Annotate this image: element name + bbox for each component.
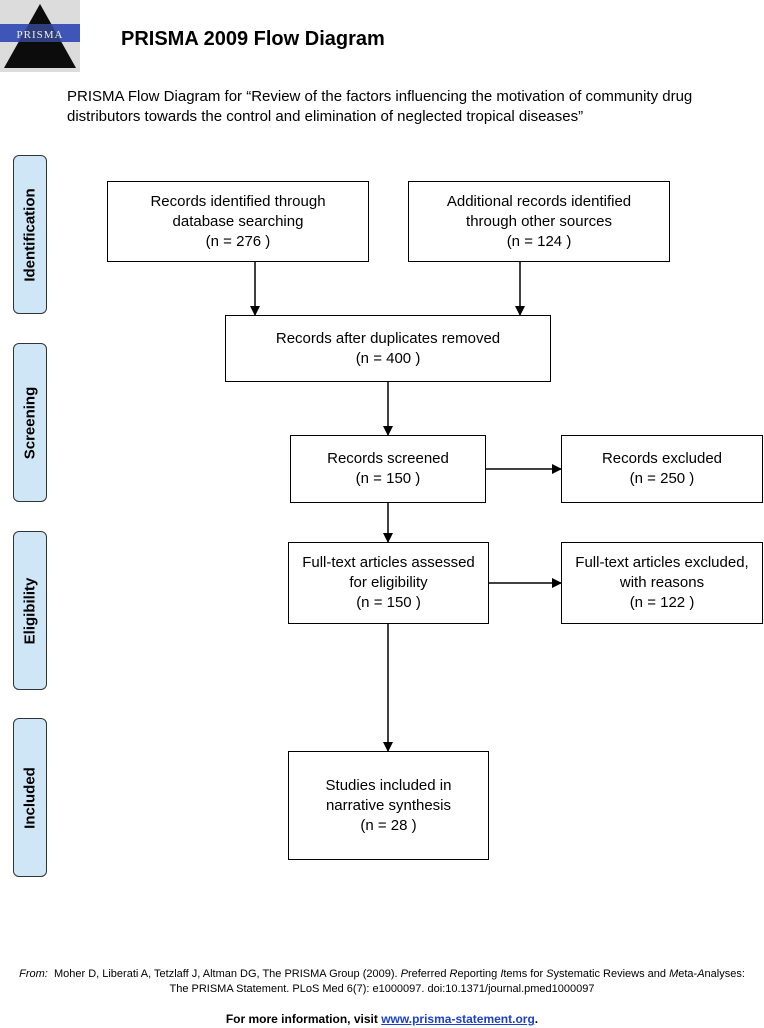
box-studies-included-line2: narrative synthesis (325, 796, 452, 814)
box-records-excluded-line1: Records excluded (601, 450, 723, 467)
box-other-sources-line2: through other sources (466, 212, 612, 230)
citation-r: R (449, 968, 458, 980)
box-database-search-line2: database searching (172, 212, 304, 230)
page-title: PRISMA 2009 Flow Diagram (121, 28, 385, 50)
box-fulltext-excluded-count: (n = 122 ) (629, 594, 695, 611)
citation-text: tems for (503, 968, 547, 980)
diagram-subtitle: PRISMA Flow Diagram for “Review of the f… (67, 88, 693, 125)
box-fulltext-excluded-line1: Full-text articles excluded, (575, 554, 749, 571)
box-records-screened: Records screened (n = 150 ) (290, 435, 486, 503)
box-fulltext-assessed-line1: Full-text articles assessed (302, 554, 475, 571)
box-database-search-line1: Records identified through (150, 192, 326, 210)
box-records-screened-line1: Records screened (327, 450, 449, 467)
citation: From: Moher D, Liberati A, Tetzlaff J, A… (10, 967, 754, 997)
prisma-logo: PRISMA (0, 0, 80, 72)
citation-a: A (697, 968, 705, 980)
citation-m: M (669, 968, 679, 980)
footer-suffix: . (534, 1012, 539, 1026)
citation-text: eta- (678, 968, 698, 980)
box-fulltext-assessed: Full-text articles assessed for eligibil… (288, 542, 489, 624)
box-database-search: Records identified through database sear… (107, 181, 369, 262)
box-records-excluded: Records excluded (n = 250 ) (561, 435, 763, 503)
stage-eligibility: Eligibility (13, 531, 47, 690)
box-studies-included-line1: Studies included in (325, 776, 452, 794)
box-fulltext-excluded-line2: with reasons (619, 574, 705, 591)
stage-included: Included (13, 718, 47, 877)
box-records-excluded-count: (n = 250 ) (629, 470, 695, 487)
box-fulltext-assessed-line2: for eligibility (349, 574, 428, 591)
box-records-screened-count: (n = 150 ) (355, 470, 421, 487)
box-database-search-count: (n = 276 ) (205, 232, 271, 250)
box-studies-included-count: (n = 28 ) (360, 816, 417, 834)
citation-p: P (400, 968, 408, 980)
box-fulltext-excluded: Full-text articles excluded, with reason… (561, 542, 763, 624)
citation-text: eporting (457, 968, 501, 980)
citation-i: I (500, 968, 504, 980)
footer: For more information, visit www.prisma-s… (0, 1012, 764, 1026)
prisma-website-link[interactable]: www.prisma-statement.org (381, 1012, 535, 1026)
svg-text:PRISMA: PRISMA (17, 29, 64, 41)
box-other-sources-count: (n = 124 ) (506, 232, 572, 250)
citation-text: nalyses: The PRISMA Statement. PLoS Med … (169, 968, 745, 995)
box-studies-included: Studies included in narrative synthesis … (288, 751, 489, 860)
footer-prefix: For more information, visit (225, 1012, 382, 1026)
citation-from-label: From: (19, 968, 48, 980)
stage-identification: Identification (13, 155, 47, 314)
citation-authors: Moher D, Liberati A, Tetzlaff J, Altman … (53, 968, 398, 980)
box-other-sources: Additional records identified through ot… (408, 181, 670, 262)
citation-s: S (546, 968, 554, 980)
citation-text: referred (407, 968, 450, 980)
box-after-duplicates-line1: Records after duplicates removed (275, 329, 501, 347)
box-after-duplicates: Records after duplicates removed (n = 40… (225, 315, 551, 382)
citation-text: ystematic Reviews and (553, 968, 670, 980)
box-other-sources-line1: Additional records identified (446, 192, 632, 210)
stage-screening: Screening (13, 343, 47, 502)
box-fulltext-assessed-count: (n = 150 ) (356, 594, 421, 611)
box-after-duplicates-count: (n = 400 ) (355, 349, 421, 367)
